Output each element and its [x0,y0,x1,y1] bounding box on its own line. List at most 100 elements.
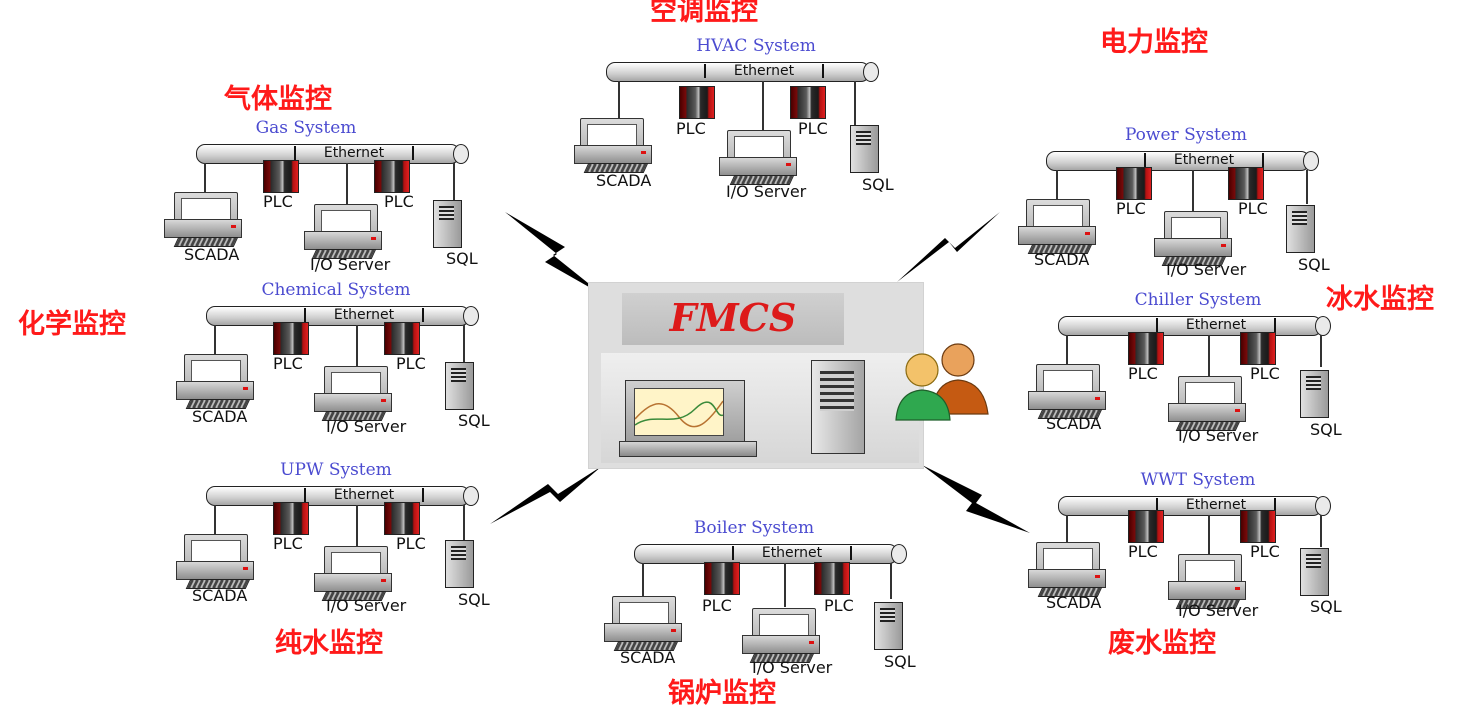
trend-chart-icon [635,400,723,428]
plc-icon [1228,167,1264,200]
plc-icon [790,86,826,119]
trend-chart-screen [634,388,724,436]
plc-label: PLC [1238,199,1268,218]
system-block-hvac: HVAC System Ethernet PLC PLC SCADA I/O S… [574,36,906,208]
fmcs-title: FMCS [669,295,797,340]
plc-label: PLC [384,192,414,211]
drop-line [204,163,206,207]
scada-label: SCADA [192,407,248,426]
drop-line [762,81,764,171]
sql-server-icon [445,540,474,588]
drop-line [642,563,644,599]
sql-label: SQL [458,411,490,430]
plc-label: PLC [1128,364,1158,383]
io-server-base-icon [719,157,797,176]
system-title: HVAC System [696,36,816,56]
plc-label: PLC [1128,542,1158,561]
ethernet-label: Ethernet [1156,318,1276,332]
io-server-label: I/O Server [1166,260,1247,279]
scada-label: SCADA [596,171,652,190]
gas-cn-label: 气体监控 [224,84,332,115]
scada-base-icon [574,145,652,164]
sql-label: SQL [446,249,478,268]
io-server-base-icon [1168,581,1246,600]
drop-line [1066,335,1068,367]
sql-server-icon [874,602,903,650]
drop-line [1320,335,1322,367]
chemical-cn-label: 化学监控 [18,309,126,340]
sql-server-icon [445,362,474,410]
drop-line [356,325,358,369]
scada-label: SCADA [184,245,240,264]
plc-label: PLC [1116,199,1146,218]
fmcs-terminal-monitor [625,380,745,446]
drop-line [890,563,892,599]
io-server-label: I/O Server [326,417,407,436]
sql-label: SQL [1310,597,1342,616]
scada-label: SCADA [1034,250,1090,269]
system-title: WWT System [1140,470,1256,490]
plc-icon [384,322,420,355]
plc-icon [384,502,420,535]
sql-server-icon [1300,548,1329,596]
plc-label: PLC [1250,542,1280,561]
plc-icon [273,322,309,355]
drop-line [214,325,216,363]
drop-line [1066,515,1068,547]
ethernet-bus-end [1315,496,1331,516]
drop-line [214,505,216,541]
system-title: UPW System [280,460,392,480]
plc-icon [374,160,410,193]
plc-label: PLC [798,119,828,138]
scada-label: SCADA [192,586,248,605]
plc-icon [1240,510,1276,543]
drop-line [356,505,358,549]
scada-base-icon [1018,226,1096,245]
wwt-cn-label: 废水监控 [1108,628,1216,659]
system-block-boiler: Boiler System Ethernet PLC PLC SCADA I/O… [604,520,934,690]
sql-server-icon [1286,205,1315,253]
plc-icon [814,562,850,595]
plc-label: PLC [824,596,854,615]
boiler-cn-label: 锅炉监控 [668,678,776,709]
io-server-label: I/O Server [310,255,391,274]
upw-cn-label: 纯水监控 [275,628,383,659]
drop-line [1208,515,1210,559]
system-title: Gas System [255,118,357,138]
system-block-power: Power System Ethernet PLC PLC SCADA I/O … [1018,127,1346,297]
lightning-link-upw [490,466,602,524]
plc-icon [273,502,309,535]
io-server-base-icon [1154,238,1232,257]
lightning-link-power [897,212,1000,282]
io-server-label: I/O Server [726,182,807,201]
plc-icon [1240,332,1276,365]
io-server-label: I/O Server [752,658,833,677]
drop-line [784,563,786,607]
system-title: Chiller System [1134,290,1262,310]
ethernet-bus-end [453,144,469,164]
drop-line [618,81,620,123]
drop-line [1192,170,1194,214]
ethernet-bus-end [463,306,479,326]
ethernet-bus-end [463,486,479,506]
fmcs-terminal-base [619,441,757,457]
ethernet-bus-end [1303,151,1319,171]
ethernet-label: Ethernet [732,546,852,560]
plc-label: PLC [676,119,706,138]
system-block-wwt: WWT System Ethernet PLC PLC SCADA I/O Se… [1028,472,1358,642]
system-title: Chemical System [261,280,411,300]
drop-line [453,163,455,205]
sql-server-icon [1300,370,1329,418]
drop-line [854,81,856,161]
io-server-base-icon [742,635,820,654]
plc-label: PLC [702,596,732,615]
io-server-label: I/O Server [1178,426,1259,445]
plc-icon [704,562,740,595]
plc-icon [1128,332,1164,365]
system-title: Boiler System [693,518,815,538]
plc-label: PLC [273,534,303,553]
io-server-base-icon [314,573,392,592]
drop-line [1320,515,1322,547]
lightning-link-wwt [922,465,1030,533]
